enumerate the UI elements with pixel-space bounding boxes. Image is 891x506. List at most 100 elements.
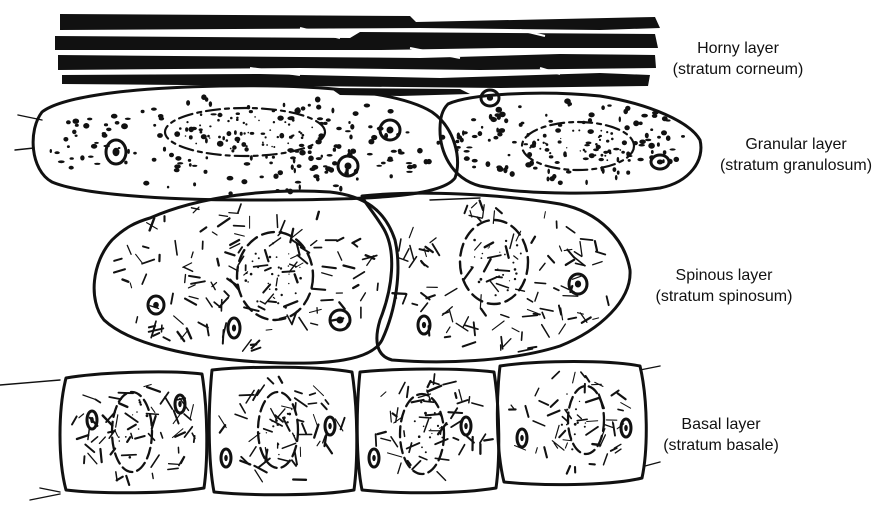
filament bbox=[130, 283, 131, 288]
granular-layer-name: Granular layer bbox=[706, 134, 886, 155]
fleck bbox=[287, 142, 289, 144]
granule bbox=[558, 140, 562, 143]
fleck bbox=[601, 154, 604, 157]
fleck bbox=[549, 152, 551, 154]
fleck bbox=[186, 121, 188, 123]
granule bbox=[336, 127, 342, 131]
fleck bbox=[595, 143, 598, 146]
granule bbox=[261, 133, 266, 135]
filament bbox=[136, 254, 143, 263]
filament bbox=[503, 339, 511, 347]
granule bbox=[552, 174, 556, 179]
filament bbox=[308, 403, 316, 404]
granule bbox=[63, 137, 68, 142]
fleck bbox=[504, 254, 506, 256]
fleck bbox=[237, 140, 240, 143]
filament bbox=[512, 328, 519, 332]
organelle-core bbox=[387, 127, 394, 134]
fleck bbox=[254, 116, 256, 118]
fleck bbox=[498, 275, 500, 277]
filament bbox=[312, 289, 326, 290]
filament bbox=[421, 303, 428, 311]
filament bbox=[445, 337, 450, 338]
granule bbox=[175, 156, 181, 161]
filament bbox=[540, 309, 553, 312]
fleck bbox=[266, 144, 268, 146]
fleck bbox=[481, 257, 483, 259]
fleck bbox=[138, 428, 140, 430]
filament bbox=[535, 388, 539, 396]
granule bbox=[350, 124, 354, 130]
granule bbox=[205, 97, 209, 102]
fleck bbox=[247, 281, 249, 283]
fleck bbox=[258, 257, 260, 259]
filament bbox=[428, 381, 431, 387]
granule bbox=[478, 131, 483, 136]
granule bbox=[356, 177, 359, 180]
filament bbox=[391, 437, 398, 447]
granule bbox=[607, 104, 611, 106]
granule bbox=[329, 167, 334, 172]
filament bbox=[399, 382, 405, 393]
filament bbox=[465, 325, 478, 329]
granule bbox=[234, 130, 237, 135]
granule bbox=[143, 181, 149, 186]
fleck bbox=[420, 401, 422, 403]
granule bbox=[555, 161, 560, 164]
fleck bbox=[431, 433, 432, 434]
fleck bbox=[278, 266, 280, 268]
granule bbox=[661, 130, 667, 135]
filament bbox=[577, 419, 587, 420]
fleck bbox=[209, 137, 210, 138]
granule bbox=[189, 127, 194, 133]
fleck bbox=[482, 253, 484, 255]
granule bbox=[169, 153, 174, 158]
fleck bbox=[495, 294, 497, 296]
filament bbox=[475, 243, 481, 250]
granule bbox=[601, 166, 604, 172]
granule bbox=[163, 147, 166, 152]
horny-layer-name: Horny layer bbox=[668, 38, 808, 59]
granule bbox=[548, 120, 553, 123]
granule bbox=[641, 114, 648, 118]
filament bbox=[531, 237, 535, 243]
fleck bbox=[566, 409, 568, 411]
fleck bbox=[252, 260, 254, 262]
granule bbox=[496, 128, 499, 133]
granule bbox=[277, 116, 283, 121]
filament bbox=[322, 273, 332, 276]
fleck bbox=[146, 414, 149, 417]
granule bbox=[174, 164, 181, 168]
filament bbox=[430, 238, 436, 243]
organelle-core bbox=[345, 163, 352, 170]
filament bbox=[260, 301, 265, 304]
fleck bbox=[245, 123, 247, 125]
fleck bbox=[611, 138, 614, 141]
filament bbox=[574, 252, 581, 257]
filament bbox=[311, 241, 317, 246]
fleck bbox=[474, 256, 475, 257]
granule bbox=[260, 176, 264, 179]
fleck bbox=[606, 159, 608, 161]
granule bbox=[151, 108, 157, 111]
filament bbox=[72, 416, 77, 424]
granule bbox=[406, 171, 413, 173]
fleck bbox=[299, 267, 300, 268]
granule bbox=[622, 140, 627, 145]
fleck bbox=[587, 142, 589, 144]
granule bbox=[628, 159, 631, 162]
fleck bbox=[278, 275, 280, 277]
granule bbox=[206, 156, 209, 159]
granule bbox=[645, 133, 649, 139]
granule bbox=[417, 148, 423, 154]
fleck bbox=[129, 456, 132, 459]
filament bbox=[338, 252, 342, 260]
filament bbox=[536, 448, 538, 453]
granule bbox=[519, 123, 523, 127]
filament bbox=[586, 376, 590, 382]
filament bbox=[596, 252, 605, 255]
filament bbox=[551, 400, 558, 407]
granule bbox=[124, 161, 127, 165]
filament bbox=[243, 340, 252, 351]
